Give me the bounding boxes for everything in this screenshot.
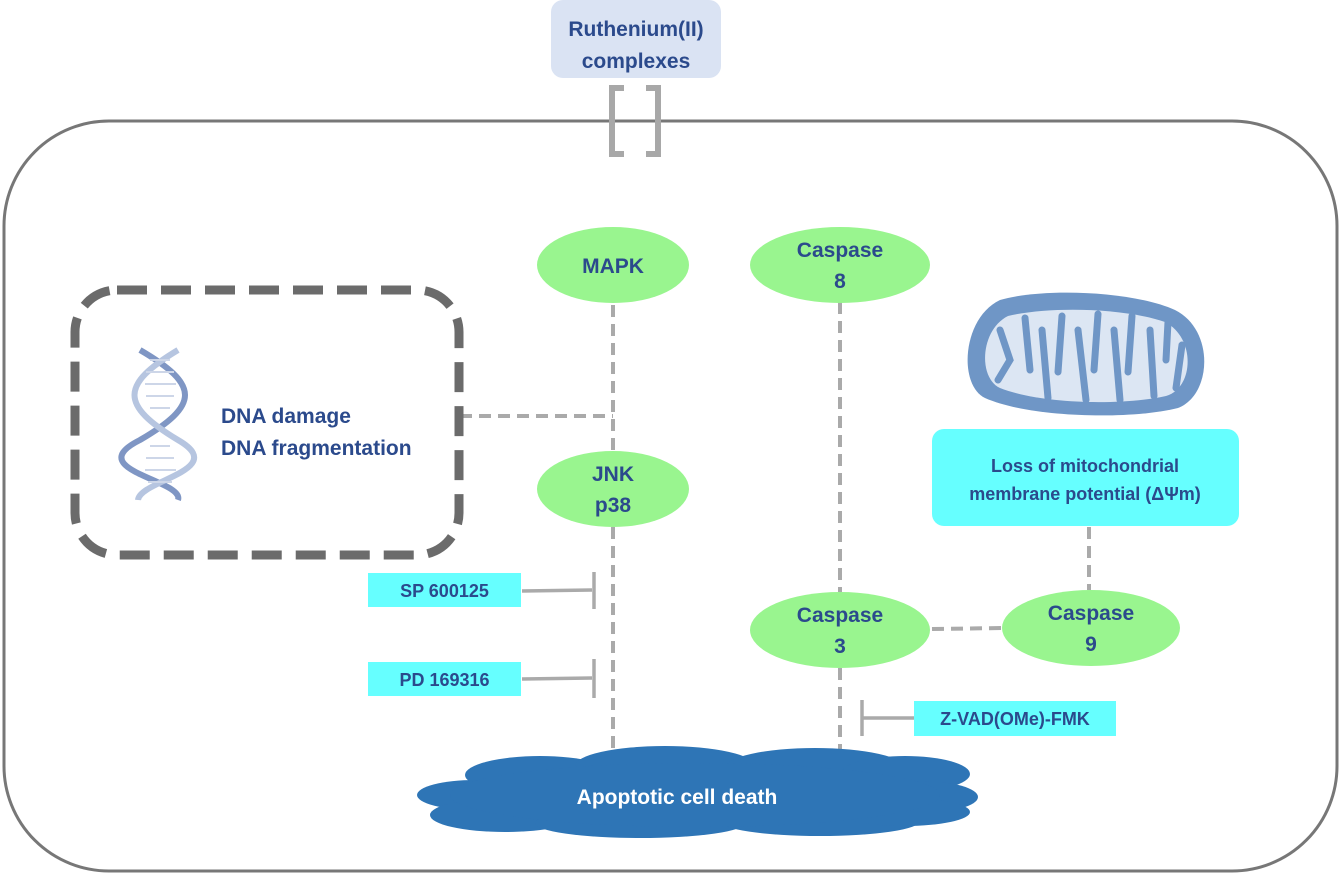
dna-damage-label: DNA damage xyxy=(221,405,351,428)
node-caspase-9: Caspase 9 xyxy=(1002,590,1180,666)
node-jnk-p38: JNK p38 xyxy=(537,451,689,527)
node-caspase-9-line2: 9 xyxy=(1085,633,1097,656)
node-caspase-8-line2: 8 xyxy=(834,270,846,293)
apoptotic-cloud: Apoptotic cell death xyxy=(417,746,978,838)
node-p38-label: p38 xyxy=(595,494,632,517)
inhibitor-zvad: Z-VAD(OMe)-FMK xyxy=(914,701,1116,736)
mito-potential-line1: Loss of mitochondrial xyxy=(991,456,1179,476)
node-caspase-8-line1: Caspase xyxy=(797,239,883,262)
node-caspase-9-line1: Caspase xyxy=(1048,602,1134,625)
node-mapk: MAPK xyxy=(537,227,689,303)
connector-casp3-casp9 xyxy=(931,626,1005,631)
compound-label-line1: Ruthenium(II) xyxy=(568,18,703,41)
dna-fragmentation-label: DNA fragmentation xyxy=(221,437,412,460)
mito-potential-line2: membrane potential (ΔΨm) xyxy=(969,484,1201,504)
node-caspase-8: Caspase 8 xyxy=(750,227,930,303)
node-mapk-label: MAPK xyxy=(582,255,644,278)
connectors xyxy=(460,302,1091,755)
mitochondrion-icon xyxy=(967,292,1205,416)
inhibitor-sp600125: SP 600125 xyxy=(368,573,521,607)
apoptotic-cell-death-label: Apoptotic cell death xyxy=(577,786,778,809)
dna-helix-icon xyxy=(118,347,198,502)
inhibition-bars xyxy=(521,572,914,736)
node-caspase-3-line1: Caspase xyxy=(797,604,883,627)
inhibitor-pd169316: PD 169316 xyxy=(368,662,521,696)
inhibitor-sp600125-label: SP 600125 xyxy=(400,581,489,601)
node-caspase-3-line2: 3 xyxy=(834,635,846,658)
membrane-channel xyxy=(609,85,661,157)
compound-label-line2: complexes xyxy=(582,50,691,73)
inhibitor-pd169316-label: PD 169316 xyxy=(399,670,489,690)
compound-box: Ruthenium(II) complexes xyxy=(551,0,721,78)
inhibitor-zvad-label: Z-VAD(OMe)-FMK xyxy=(940,709,1090,729)
node-caspase-3: Caspase 3 xyxy=(750,592,930,668)
node-jnk-label: JNK xyxy=(592,463,634,486)
mito-potential-box: Loss of mitochondrial membrane potential… xyxy=(932,429,1239,526)
